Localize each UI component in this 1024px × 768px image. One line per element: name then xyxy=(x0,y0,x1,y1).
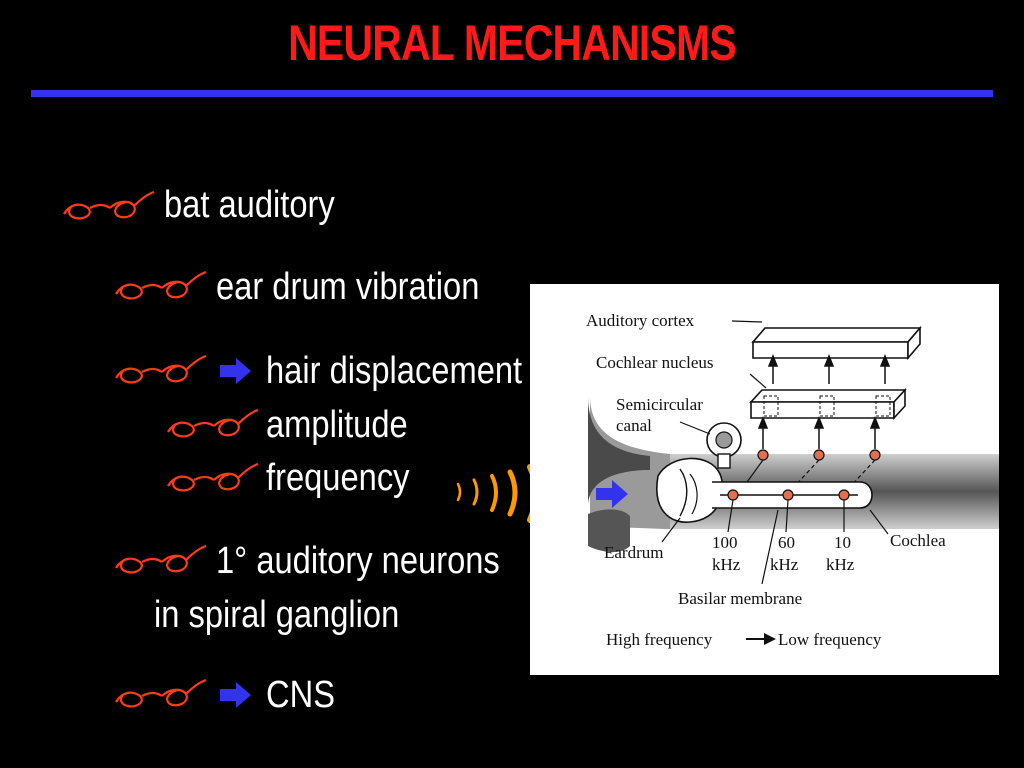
spectacles-bullet-icon xyxy=(167,408,259,438)
slide-title: NEURAL MECHANISMS xyxy=(288,15,737,71)
label-unit-10: kHz xyxy=(826,555,855,574)
label-semicircular: Semicircular xyxy=(616,395,703,414)
label-high-frequency: High frequency xyxy=(606,630,713,649)
direction-arrow-icon xyxy=(764,633,776,645)
spectacles-bullet-icon xyxy=(115,678,207,708)
spectacles-bullet-icon xyxy=(167,462,259,492)
label-cochlea: Cochlea xyxy=(890,531,946,550)
bullet-frequency: frequency xyxy=(266,457,410,499)
label-eardrum: Eardrum xyxy=(604,543,663,562)
label-canal: canal xyxy=(616,416,652,435)
label-auditory-cortex: Auditory cortex xyxy=(586,311,695,330)
sound-input-arrow-icon xyxy=(596,480,628,508)
bullet-amplitude: amplitude xyxy=(266,404,408,446)
bullet-ear-drum: ear drum vibration xyxy=(216,266,480,308)
spectacles-bullet-icon xyxy=(115,544,207,574)
label-cochlear-nucleus: Cochlear nucleus xyxy=(596,353,714,372)
right-arrow-icon xyxy=(220,682,251,708)
right-arrow-icon xyxy=(220,358,251,384)
cochlear-nucleus-slab xyxy=(749,387,907,421)
spectacles-bullet-icon xyxy=(63,190,155,220)
label-freq-60: 60 xyxy=(778,533,795,552)
auditory-cortex-slab xyxy=(751,325,922,361)
spectacles-bullet-icon xyxy=(115,354,207,384)
label-unit-60: kHz xyxy=(770,555,799,574)
title-underline xyxy=(31,90,993,97)
label-unit-100: kHz xyxy=(712,555,741,574)
label-freq-10: 10 xyxy=(834,533,851,552)
label-low-frequency: Low frequency xyxy=(778,630,882,649)
spectacles-bullet-icon xyxy=(115,270,207,300)
auditory-diagram: Auditory cortex Cochlear nucleus Semicir… xyxy=(530,284,999,675)
bullet-spiral-ganglion: in spiral ganglion xyxy=(154,594,400,636)
bullet-bat-auditory: bat auditory xyxy=(164,184,335,226)
label-basilar-membrane: Basilar membrane xyxy=(678,589,802,608)
bullet-hair-displacement: hair displacement xyxy=(266,350,523,392)
label-freq-100: 100 xyxy=(712,533,738,552)
bullet-cns: CNS xyxy=(266,674,336,716)
bullet-auditory-neurons: 1° auditory neurons xyxy=(216,540,500,582)
